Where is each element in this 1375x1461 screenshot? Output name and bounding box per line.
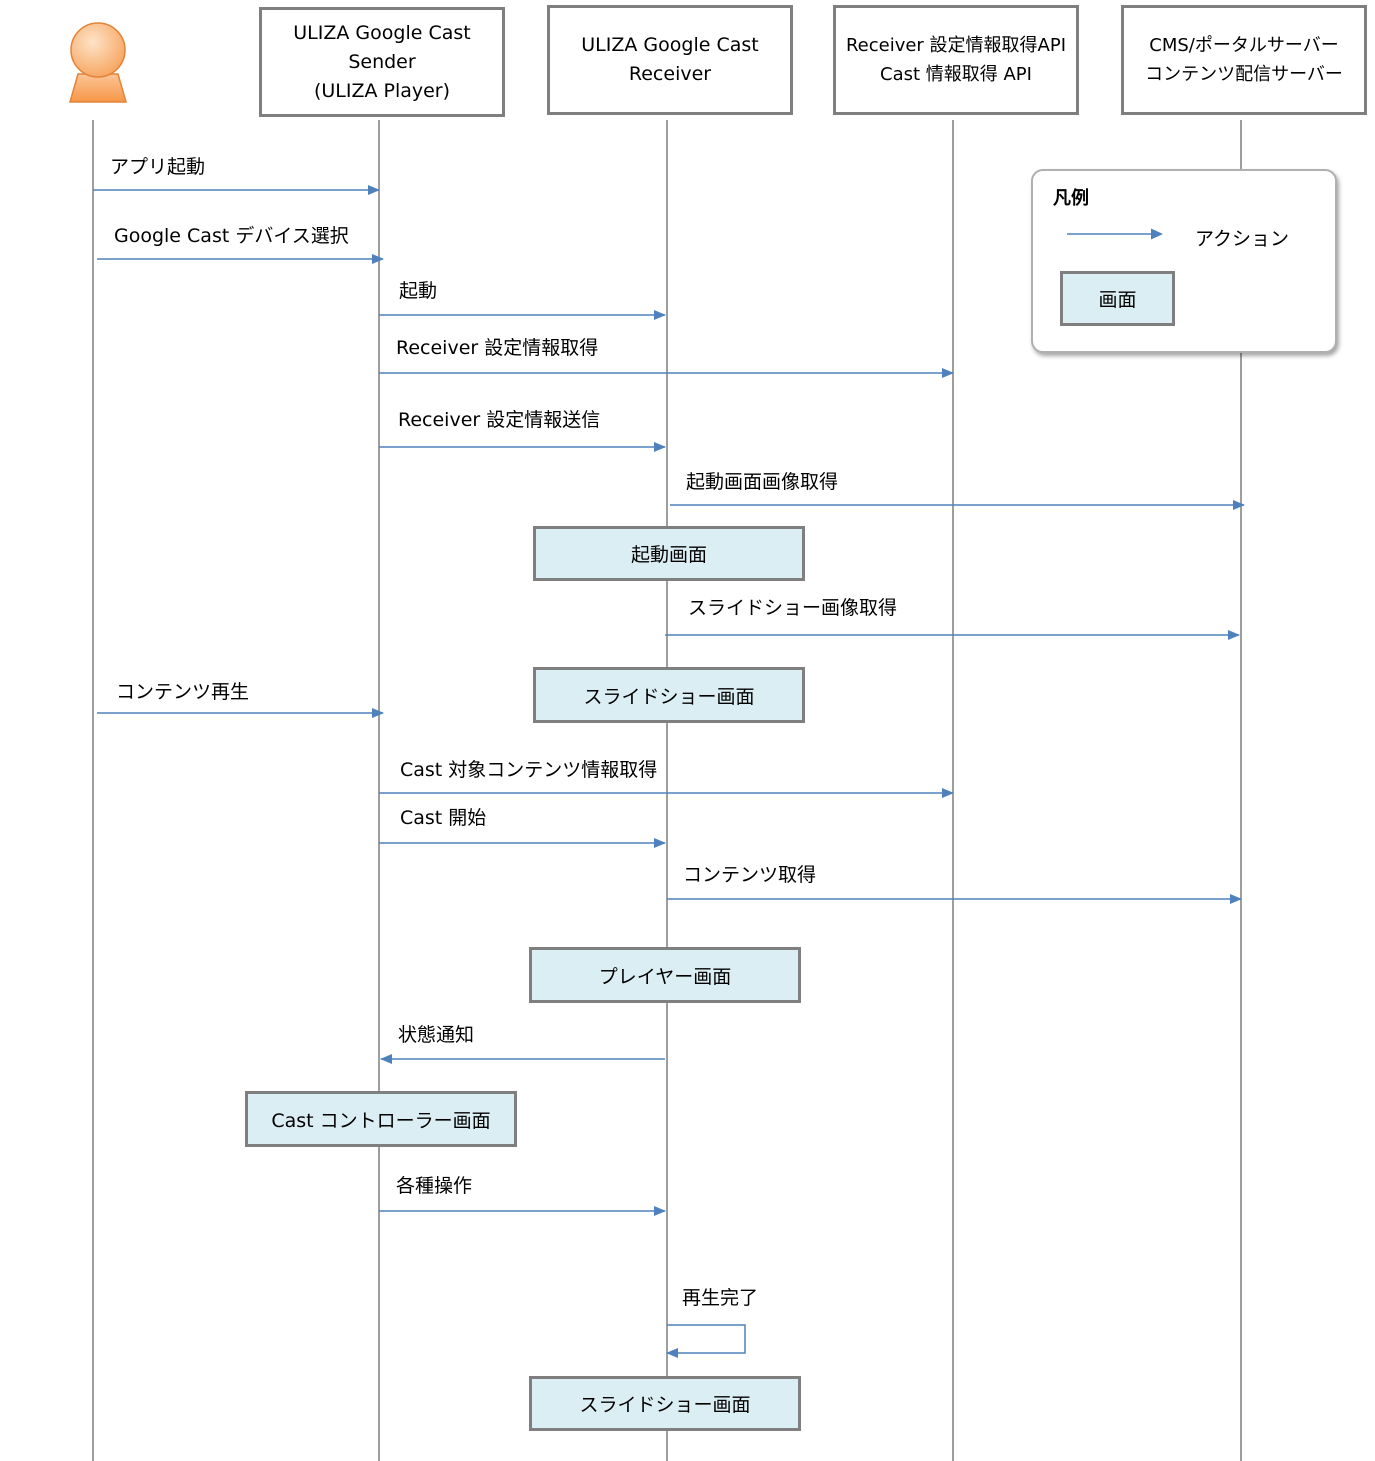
lane-header-sender-line-1: ULIZA Google Cast bbox=[293, 21, 471, 44]
lane-header-receiver: ULIZA Google Cast Receiver bbox=[547, 5, 793, 115]
legend-arrow-icon bbox=[1067, 228, 1163, 240]
lane-header-receiver-line-1: ULIZA Google Cast bbox=[581, 34, 759, 56]
screen-box-slideshow: スライドショー画面 bbox=[533, 667, 805, 723]
actor-icon bbox=[69, 22, 127, 103]
message-label: Cast 開始 bbox=[400, 807, 487, 829]
legend-title: 凡例 bbox=[1053, 188, 1089, 209]
screen-box-cast-controller: Cast コントローラー画面 bbox=[245, 1091, 517, 1147]
lane-header-cms-line-1: CMS/ポータルサーバー bbox=[1149, 35, 1339, 56]
message-label: 各種操作 bbox=[396, 1175, 473, 1197]
legend-action-label: アクション bbox=[1195, 228, 1290, 250]
message-label: コンテンツ取得 bbox=[683, 864, 817, 886]
message-label: Receiver 設定情報取得 bbox=[396, 337, 599, 359]
lane-header-sender-line-3: (ULIZA Player) bbox=[313, 79, 451, 102]
message-label: 再生完了 bbox=[682, 1287, 759, 1309]
lane-header-api-line-1: Receiver 設定情報取得API bbox=[845, 35, 1067, 56]
message-label: 起動 bbox=[399, 280, 438, 302]
message-label: 起動画面画像取得 bbox=[686, 471, 839, 493]
screen-box-splash: 起動画面 bbox=[533, 526, 805, 581]
message-label: Google Cast デバイス選択 bbox=[114, 225, 349, 247]
lane-header-receiver-line-2: Receiver bbox=[628, 63, 712, 85]
message-label: アプリ起動 bbox=[110, 156, 206, 178]
lane-header-sender: ULIZA Google Cast Sender (ULIZA Player) bbox=[259, 7, 505, 117]
message-label: コンテンツ再生 bbox=[116, 681, 250, 703]
message-label: Cast 対象コンテンツ情報取得 bbox=[400, 759, 658, 781]
legend-box: 凡例 アクション 画面 bbox=[1031, 169, 1337, 353]
message-label: スライドショー画像取得 bbox=[688, 597, 898, 619]
legend-screen-sample: 画面 bbox=[1060, 271, 1175, 326]
lane-header-api: Receiver 設定情報取得API Cast 情報取得 API bbox=[833, 5, 1079, 115]
message-label: Receiver 設定情報送信 bbox=[398, 409, 601, 431]
message-label: 状態通知 bbox=[398, 1024, 475, 1046]
lane-header-cms-line-2: コンテンツ配信サーバー bbox=[1145, 64, 1343, 85]
lane-header-cms: CMS/ポータルサーバー コンテンツ配信サーバー bbox=[1121, 5, 1367, 115]
screen-box-player: プレイヤー画面 bbox=[529, 947, 801, 1003]
lane-header-api-line-2: Cast 情報取得 API bbox=[880, 64, 1032, 85]
screen-box-slideshow-end: スライドショー画面 bbox=[529, 1376, 801, 1431]
lane-header-sender-line-2: Sender bbox=[348, 50, 416, 73]
arrow-playback-complete bbox=[666, 1324, 746, 1358]
